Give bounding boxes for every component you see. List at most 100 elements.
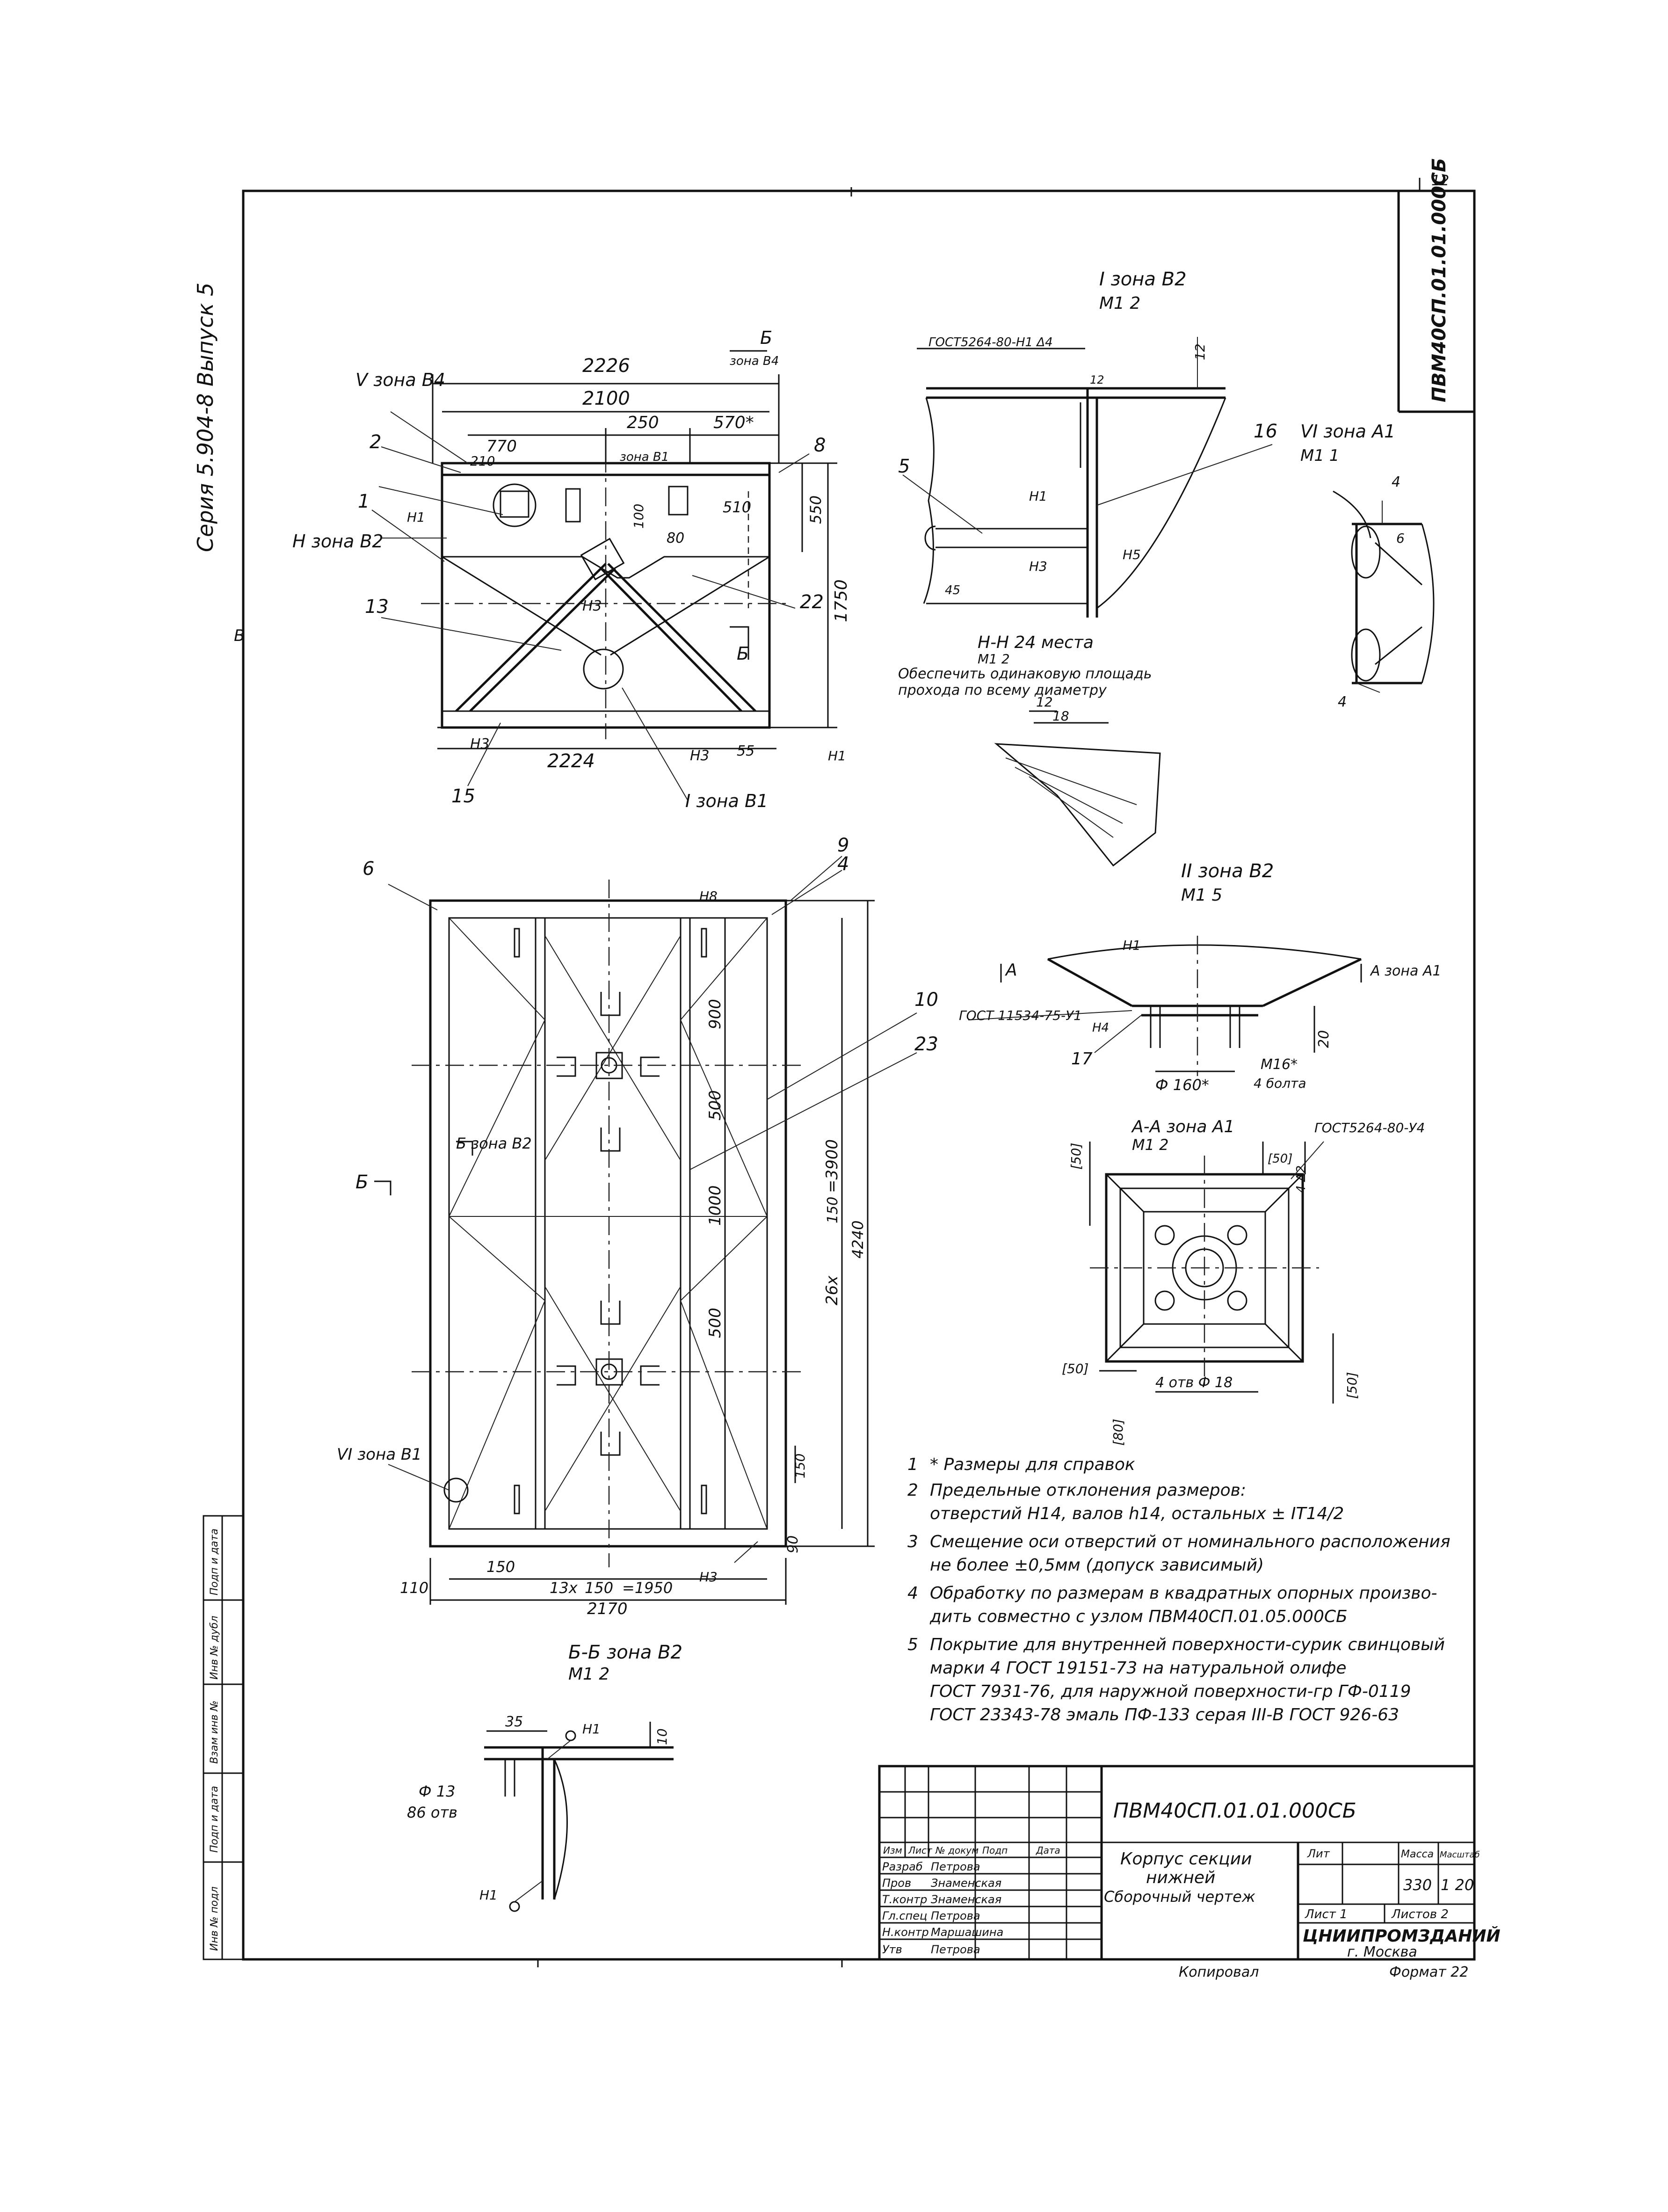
section-hh-title: Н-Н 24 места bbox=[978, 633, 1094, 652]
detail-i-callout-16: 16 bbox=[1254, 421, 1277, 442]
tb-format: Формат 22 bbox=[1389, 1964, 1468, 1980]
plan-dim-1000: 1000 bbox=[706, 1185, 725, 1226]
plan-dim-150-d: 150 bbox=[792, 1454, 808, 1478]
tb-role-3: Т.контр bbox=[882, 1893, 927, 1906]
tb-org-1: ЦНИИПРОМЗДАНИЙ bbox=[1303, 1926, 1501, 1946]
section-hh-note-2: прохода по всему диаметру bbox=[898, 682, 1107, 699]
section-aa-dim-50d: [50] bbox=[1344, 1372, 1360, 1399]
dim-2100: 2100 bbox=[582, 388, 630, 409]
label-v-zone-b4: V зона В4 bbox=[355, 370, 445, 390]
strip-4: Инв № дубл bbox=[209, 1615, 220, 1680]
section-hh-scale: М1 2 bbox=[978, 651, 1010, 667]
tb-col-izm: Изм bbox=[883, 1845, 902, 1856]
section-bb-labels: 35 Ф 13 86 отв 10 Н1 Н1 bbox=[407, 1714, 670, 1903]
detail-i-scale: М1 2 bbox=[1099, 294, 1140, 313]
tb-name-1: Корпус секции bbox=[1120, 1849, 1252, 1869]
tb-scale-label: Масштаб bbox=[1440, 1850, 1480, 1860]
section-hh-note-1: Обеспечить одинаковую площадь bbox=[898, 666, 1152, 682]
dim-1750: 1750 bbox=[832, 579, 851, 622]
dim-550: 550 bbox=[807, 495, 825, 524]
detail-i bbox=[902, 337, 1273, 618]
dim-770: 770 bbox=[486, 437, 517, 456]
detail-ii-weld-n1: Н1 bbox=[1123, 938, 1141, 953]
label-b-side: Б bbox=[737, 643, 749, 664]
dim-2224: 2224 bbox=[547, 750, 595, 772]
dim-55: 55 bbox=[737, 743, 754, 759]
detail-ii-dim-4bolts: 4 болта bbox=[1254, 1076, 1306, 1091]
section-hh bbox=[994, 710, 1161, 867]
dim-570: 570* bbox=[713, 413, 754, 432]
section-hh-labels: Н-Н 24 места М1 2 Обеспечить одинаковую … bbox=[898, 633, 1152, 724]
dim-2226: 2226 bbox=[582, 355, 630, 377]
tb-col-list: Лист bbox=[908, 1845, 933, 1856]
page-number: 12 bbox=[1431, 173, 1449, 189]
detail-vi-scale: М1 1 bbox=[1300, 446, 1339, 465]
left-margin-strip: Инв № подл Подп и дата Взам инв № Инв № … bbox=[203, 1515, 244, 1960]
plan-dim-150-v: 150 bbox=[825, 1197, 841, 1223]
tb-name-3: Сборочный чертеж bbox=[1104, 1888, 1255, 1906]
detail-ii-scale: М1 5 bbox=[1181, 886, 1222, 905]
section-aa-dim-holes: 4 отв Ф 18 bbox=[1155, 1375, 1233, 1391]
plan-dim-26x: 26x bbox=[823, 1275, 841, 1305]
strip-3: Взам инв № bbox=[209, 1701, 220, 1764]
tb-role-1: Разраб bbox=[882, 1860, 923, 1873]
plan-dim-2170: 2170 bbox=[587, 1600, 628, 1618]
detail-i-title: I зона В2 bbox=[1099, 269, 1187, 290]
plan-dim-13x: 13x bbox=[550, 1579, 578, 1597]
detail-vi bbox=[1333, 490, 1435, 693]
section-aa-dim-80: [80] bbox=[1110, 1419, 1126, 1446]
strip-1: Инв № подл bbox=[209, 1886, 220, 1951]
dim-510: 510 bbox=[723, 498, 751, 516]
tb-role-2: Пров bbox=[882, 1877, 911, 1890]
note-1: 1* Размеры для справок bbox=[907, 1455, 1135, 1474]
detail-i-callout-5: 5 bbox=[898, 456, 910, 477]
dim-100: 100 bbox=[631, 504, 646, 529]
detail-vi-labels: VI зона А1 М1 1 4 6 4 bbox=[1300, 421, 1405, 710]
tb-scale: 1 20 bbox=[1441, 1876, 1474, 1894]
tb-lit-label: Лит bbox=[1307, 1847, 1330, 1860]
detail-i-labels: I зона В2 М1 2 ГОСТ5264-80-Н1 Δ4 12 12 4… bbox=[898, 269, 1277, 597]
plan-label-vi-zone: VI зона В1 bbox=[337, 1445, 422, 1464]
detail-ii-callout-17: 17 bbox=[1071, 1049, 1093, 1069]
dim-80: 80 bbox=[667, 530, 684, 546]
tb-name-row-3: Знаменская bbox=[931, 1893, 1001, 1906]
section-bb-dim-10: 10 bbox=[654, 1728, 670, 1745]
dim-250: 250 bbox=[627, 413, 659, 432]
section-hh-dim-12: 12 bbox=[1036, 694, 1053, 710]
plan-weld-n3: Н3 bbox=[699, 1569, 718, 1585]
detail-i-gost: ГОСТ5264-80-Н1 Δ4 bbox=[928, 335, 1053, 349]
tb-col-doc: № докум bbox=[935, 1845, 979, 1856]
main-view-labels: 2226 2100 770 250 570* 210 510 100 80 55… bbox=[292, 327, 851, 811]
tb-copied: Копировал bbox=[1179, 1964, 1259, 1980]
callout-8: 8 bbox=[814, 435, 826, 456]
plan-label-b: Б bbox=[355, 1171, 368, 1193]
svg-text:В: В bbox=[234, 626, 245, 645]
tb-role-6: Утв bbox=[882, 1943, 902, 1956]
callout-13: 13 bbox=[365, 596, 389, 618]
plan-dim-500a: 500 bbox=[706, 1090, 725, 1121]
detail-i-weld-n5: Н5 bbox=[1123, 547, 1141, 562]
tb-name-2: нижней bbox=[1146, 1868, 1215, 1887]
side-code: ПВМ40СП.01.01.000СБ bbox=[1429, 158, 1450, 402]
tb-name-row-2: Знаменская bbox=[931, 1877, 1001, 1890]
plan-dim-500b: 500 bbox=[706, 1308, 725, 1338]
title-block-labels: ПВМ40СП.01.01.000СБ Корпус секции нижней… bbox=[882, 1799, 1501, 1980]
plan-dim-110: 110 bbox=[400, 1579, 428, 1597]
weld-n3-b: Н3 bbox=[470, 736, 490, 752]
detail-ii-weld-n4: Н4 bbox=[1092, 1021, 1109, 1035]
plan-weld-n8: Н8 bbox=[699, 888, 718, 904]
tb-col-date: Дата bbox=[1036, 1845, 1060, 1856]
tb-sheets: Листов 2 bbox=[1391, 1907, 1449, 1921]
weld-n3-c: Н3 bbox=[690, 748, 710, 764]
detail-ii-title: II зона В2 bbox=[1181, 860, 1274, 882]
label-n-zone-b2: Н зона В2 bbox=[292, 531, 384, 552]
section-aa-weld: 4 Δ2 bbox=[1294, 1165, 1308, 1193]
detail-ii-gost: ГОСТ 11534-75-У1 bbox=[959, 1008, 1082, 1023]
section-bb-weld-n1b: Н1 bbox=[479, 1887, 498, 1903]
plan-dim-900: 900 bbox=[706, 999, 725, 1029]
dim-210: 210 bbox=[470, 453, 495, 469]
sheet-frame bbox=[242, 178, 1476, 1967]
